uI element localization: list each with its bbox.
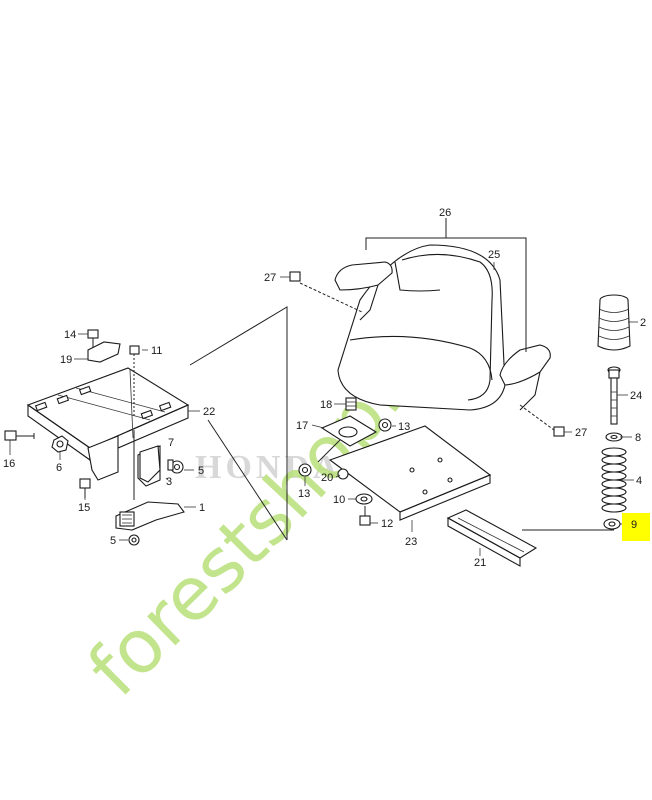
callout-labels: 1 2 3 4 5 5 6 7 8 9 10 11 12 13 13 14 15… — [3, 207, 646, 569]
callout-1[interactable]: 1 — [199, 502, 205, 514]
callout-15[interactable]: 15 — [78, 502, 90, 514]
armrest-right — [499, 344, 551, 411]
callout-24[interactable]: 24 — [630, 390, 642, 402]
bolt-27-left — [289, 271, 363, 313]
bracket-19 — [87, 341, 121, 363]
armrest-left — [334, 261, 393, 321]
callout-26[interactable]: 26 — [439, 207, 451, 219]
bracket-17 — [320, 415, 378, 447]
rail-21 — [446, 509, 538, 567]
washer-10 — [355, 493, 373, 505]
callout-20[interactable]: 20 — [321, 472, 333, 484]
bracket-7 — [139, 445, 161, 483]
callout-9[interactable]: 9 — [631, 519, 637, 531]
callout-7[interactable]: 7 — [168, 437, 174, 449]
callout-5-lower[interactable]: 5 — [110, 535, 116, 547]
callout-5-upper[interactable]: 5 — [198, 465, 204, 477]
callout-22[interactable]: 22 — [203, 406, 215, 418]
bolt-12 — [359, 506, 371, 526]
callout-12[interactable]: 12 — [381, 518, 393, 530]
callout-14[interactable]: 14 — [64, 329, 76, 341]
callout-17[interactable]: 17 — [296, 420, 308, 432]
bolt-27-right — [519, 404, 565, 437]
callout-25[interactable]: 25 — [488, 249, 500, 261]
plate-23 — [328, 425, 492, 521]
bolt-24 — [607, 366, 621, 425]
washer-9 — [603, 518, 621, 530]
nut-6 — [51, 435, 69, 453]
callout-27-left[interactable]: 27 — [264, 272, 276, 284]
callout-2[interactable]: 2 — [640, 317, 646, 329]
callout-18[interactable]: 18 — [320, 399, 332, 411]
callout-6[interactable]: 6 — [56, 462, 62, 474]
nut-18 — [345, 397, 357, 411]
callout-13-left[interactable]: 13 — [298, 488, 310, 500]
callout-21[interactable]: 21 — [474, 557, 486, 569]
leader-lines — [9, 262, 638, 556]
frame-outline-right — [189, 306, 288, 540]
latch-1 — [115, 430, 185, 531]
callout-10[interactable]: 10 — [333, 494, 345, 506]
callout-11[interactable]: 11 — [151, 345, 162, 357]
bolt-16 — [4, 430, 35, 441]
bolt-15 — [79, 478, 91, 498]
callout-19[interactable]: 19 — [60, 354, 72, 366]
spring-4 — [601, 447, 627, 513]
nut-13-left — [298, 463, 312, 477]
seat-frame-left — [26, 367, 190, 487]
frame-outline-diag — [207, 419, 288, 541]
callout-23[interactable]: 23 — [405, 536, 417, 548]
washer-8 — [605, 432, 623, 442]
callout-4[interactable]: 4 — [636, 475, 642, 487]
nut-13-right — [378, 418, 392, 432]
bolt-11 — [129, 345, 140, 418]
pin-20 — [317, 439, 349, 480]
callout-16[interactable]: 16 — [3, 458, 15, 470]
seat-25 — [337, 244, 506, 411]
highlight-box-9 — [622, 513, 650, 541]
callout-8[interactable]: 8 — [635, 432, 641, 444]
nut-5-lower — [128, 534, 140, 546]
callout-3[interactable]: 3 — [166, 476, 172, 488]
callout-13-right[interactable]: 13 — [398, 421, 410, 433]
nut-5-upper — [167, 459, 184, 474]
callout-27-right[interactable]: 27 — [575, 427, 587, 439]
honda-watermark: HONDA — [195, 449, 342, 486]
boot-2 — [597, 294, 631, 351]
